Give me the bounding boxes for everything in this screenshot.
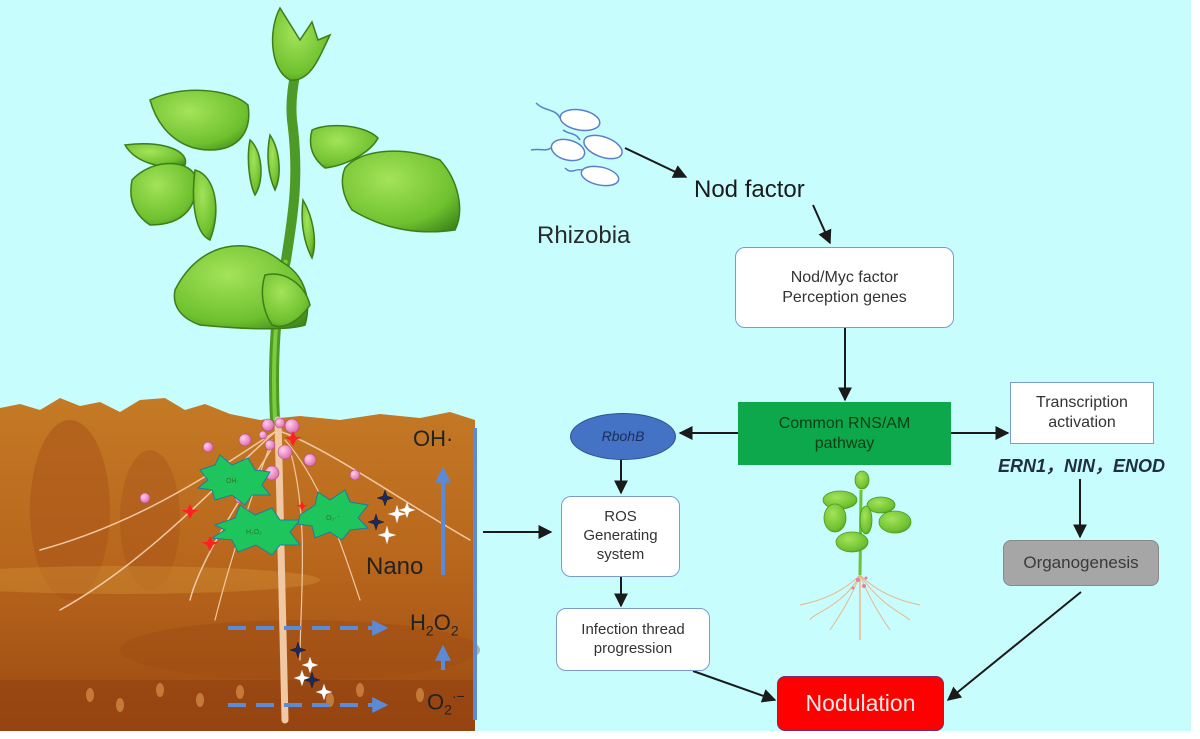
nodulation-label: Nodulation <box>805 690 916 717</box>
small-plant-icon <box>799 470 921 640</box>
o2-sup: ·− <box>451 688 465 704</box>
h2o2-o: O <box>433 610 451 635</box>
starburst-h2o2 <box>210 504 302 556</box>
nodulation-node[interactable]: Nodulation <box>777 676 944 731</box>
plant-shoot <box>123 6 461 425</box>
starburst-o2 <box>297 489 370 541</box>
ros-line3: system <box>596 545 645 563</box>
soil <box>0 398 480 731</box>
nano-particles <box>289 489 416 701</box>
flow-arrows <box>483 147 1087 703</box>
nod-factor-label: Nod factor <box>694 176 805 203</box>
organogenesis-node[interactable]: Organogenesis <box>1003 540 1159 586</box>
infection-line2: progression <box>593 639 673 657</box>
label-nano: Nano <box>366 553 424 580</box>
genes-label: ERN1，NIN，ENOD <box>998 456 1166 476</box>
infection-thread-node[interactable]: Infection thread progression <box>556 608 710 671</box>
ros-conversion-arrows <box>228 428 477 720</box>
starburst-oh-label: OH· <box>226 478 239 485</box>
common-line2: pathway <box>814 434 875 452</box>
perception-line2: Perception genes <box>782 288 907 306</box>
transcription-activation-node[interactable]: Transcription activation <box>1010 382 1154 444</box>
label-h2o2: H2O2 <box>410 610 459 638</box>
transcription-line2: activation <box>1048 414 1116 431</box>
common-line1: Common RNS/AM <box>778 414 911 432</box>
o2-sub: 2 <box>444 701 452 718</box>
arrow-organogenesis-to-nodulation <box>946 591 1082 701</box>
ros-starbursts <box>196 454 370 556</box>
rbohb-node[interactable]: RbohB <box>570 413 676 460</box>
perception-line1: Nod/Myc factor <box>790 268 899 286</box>
starburst-h2o2-label: H₂O₂ <box>246 529 262 536</box>
ros-line1: ROS <box>604 508 637 526</box>
label-oh-radical: OH· <box>413 426 454 451</box>
arrow-infection-to-nodulation <box>692 670 777 703</box>
transcription-line1: Transcription <box>1036 394 1128 411</box>
starburst-o2-label: O₂·⁻ <box>326 515 340 522</box>
ros-generating-node[interactable]: ROS Generating system <box>561 496 680 577</box>
common-pathway-node[interactable]: Common RNS/AM pathway <box>738 402 951 465</box>
ros-line2: Generating <box>583 527 658 545</box>
arrow-nod-to-perception <box>812 204 832 245</box>
h2o2-sub2: 2 <box>450 622 459 639</box>
label-superoxide: O2·− <box>427 688 465 718</box>
rbohb-label: RbohB <box>601 427 645 444</box>
red-stars <box>181 431 308 551</box>
o2-o: O <box>427 689 445 715</box>
starburst-oh <box>196 454 272 506</box>
rhizobia-label: Rhizobia <box>537 222 631 249</box>
arrow-rhizobia-to-nod <box>624 147 688 178</box>
h2o2-h: H <box>410 610 426 635</box>
organogenesis-label: Organogenesis <box>1023 553 1139 573</box>
h2o2-sub1: 2 <box>425 622 434 639</box>
bacteria-icon <box>530 102 623 187</box>
infection-line1: Infection thread <box>581 620 685 638</box>
perception-genes-node[interactable]: Nod/Myc factor Perception genes <box>735 247 954 328</box>
